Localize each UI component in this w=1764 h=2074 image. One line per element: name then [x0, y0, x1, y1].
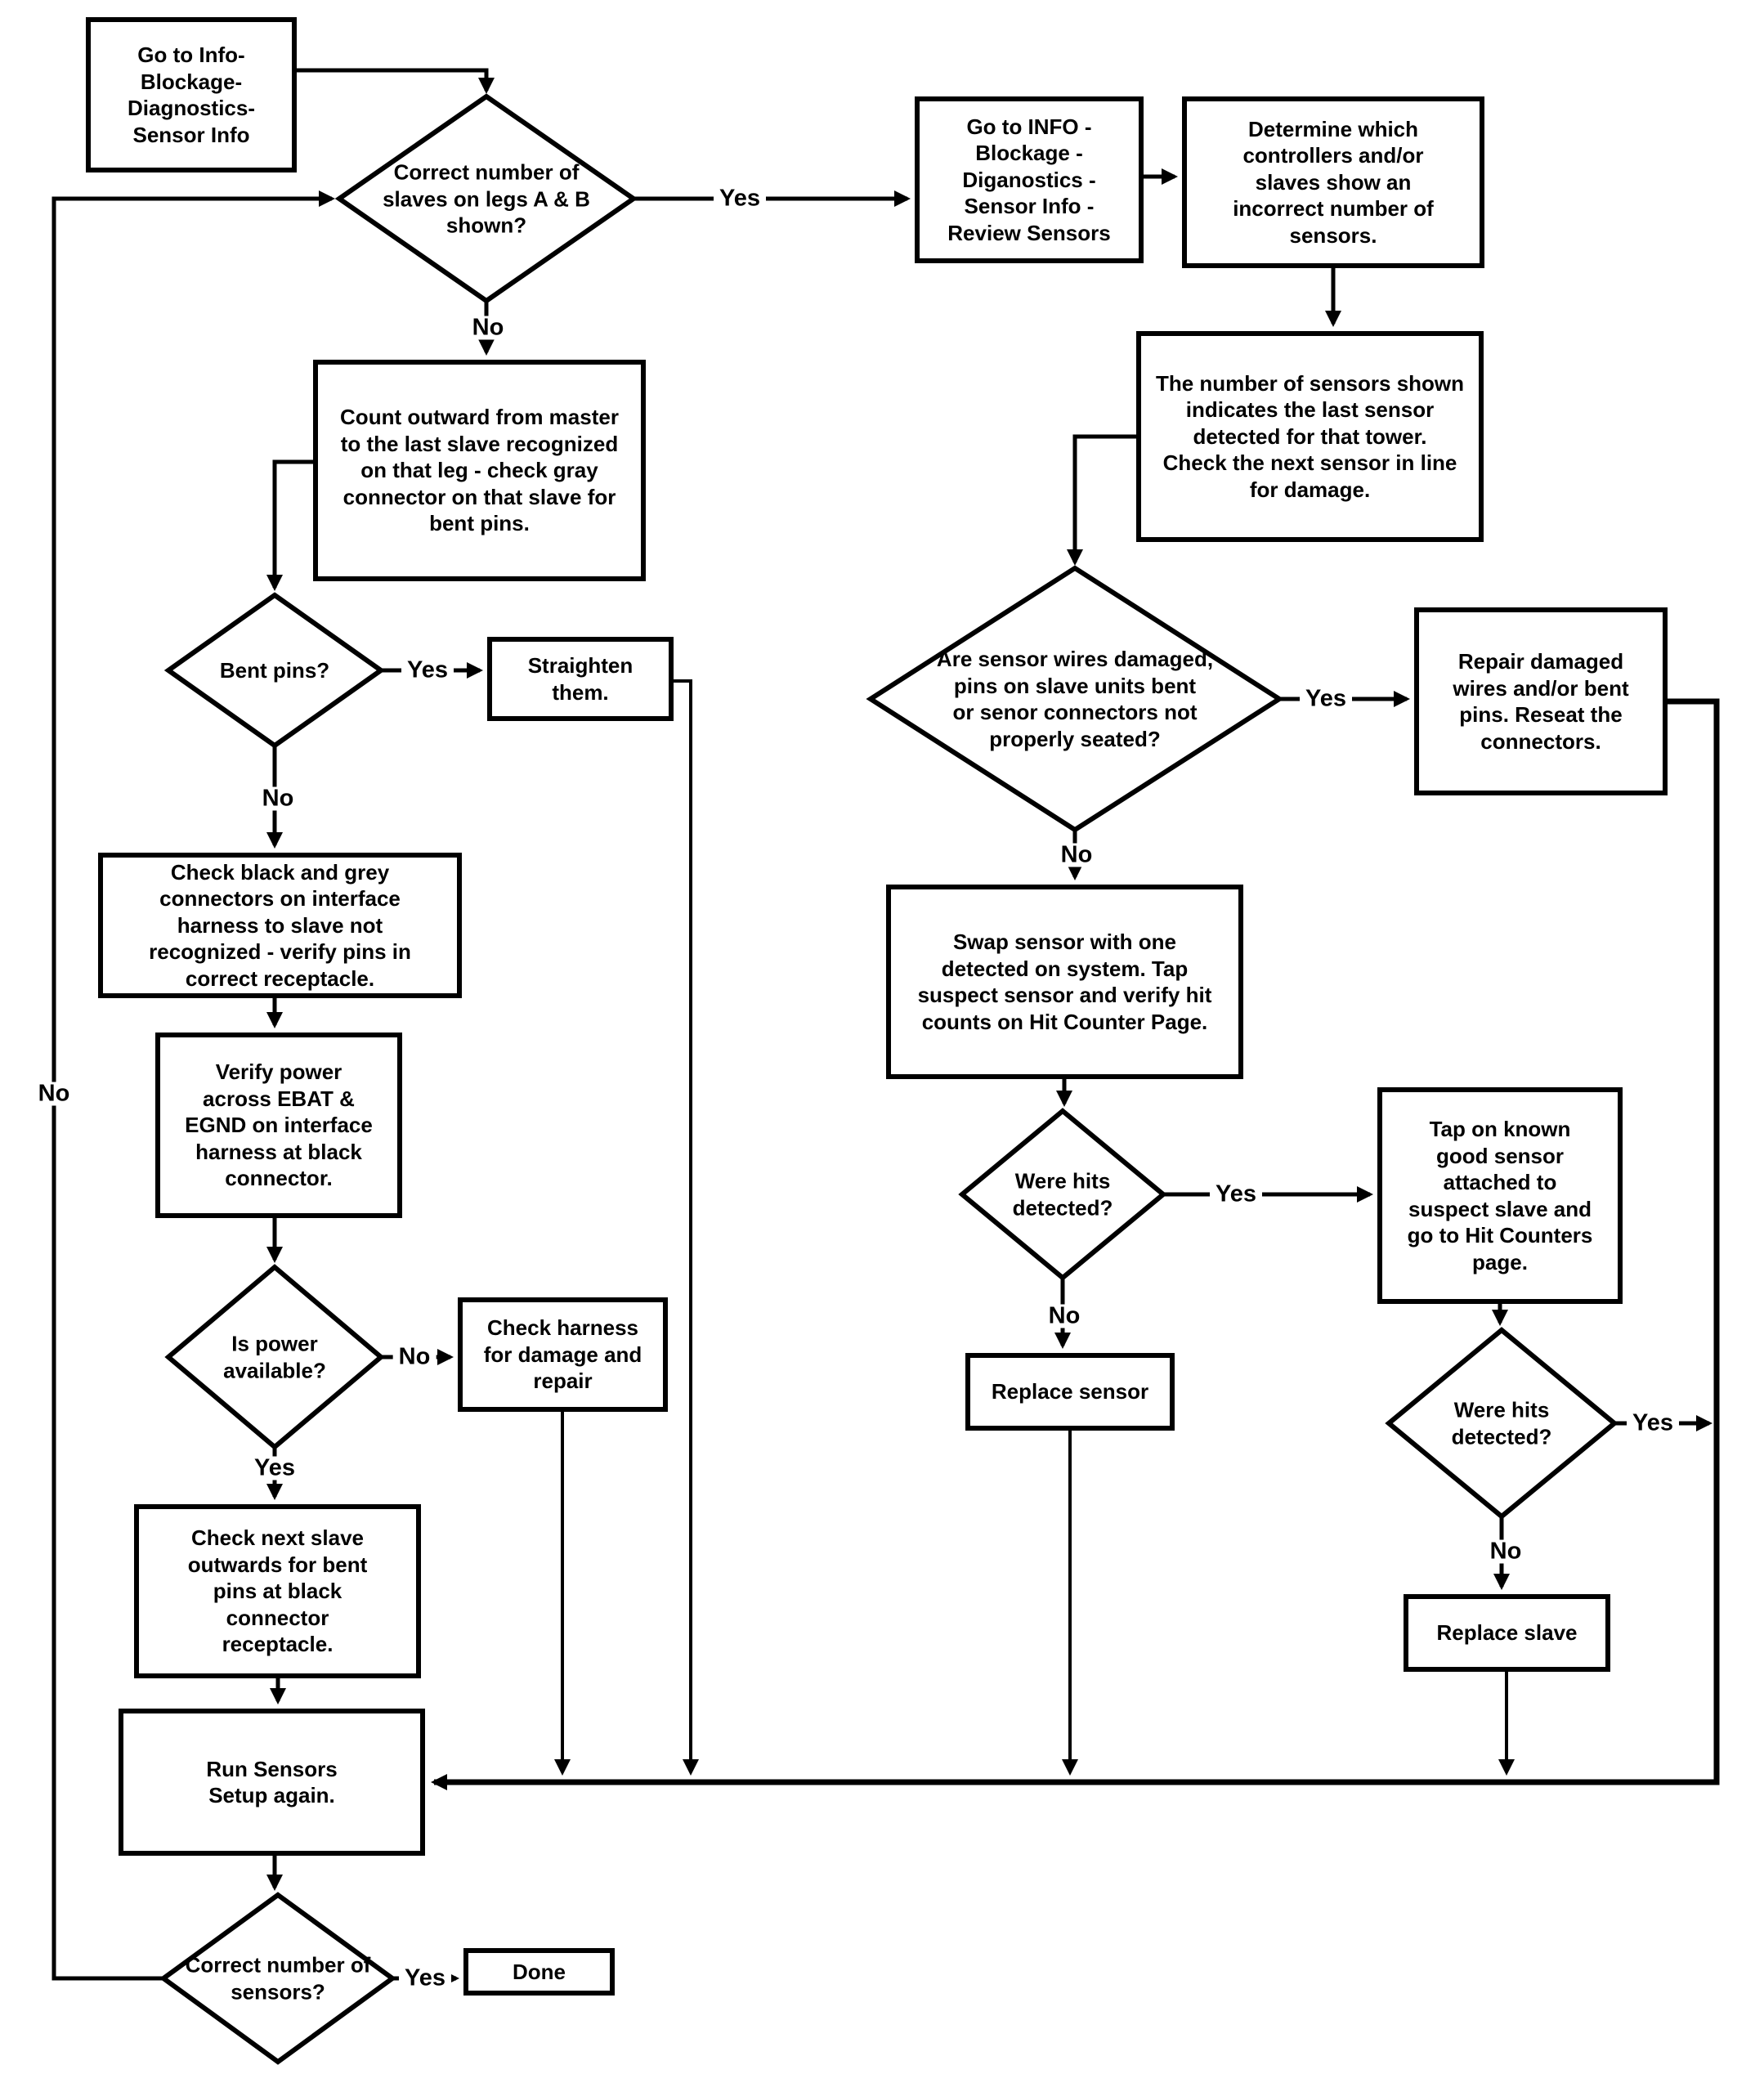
- edge-label-power-yes: Yes: [248, 1456, 301, 1480]
- decision-wires-damaged-label: Are sensor wires damaged, pins on slave …: [936, 647, 1214, 751]
- edge-label-power-no: No: [392, 1345, 437, 1369]
- node-tap-known-good: Tap on known good sensor attached to sus…: [1377, 1087, 1623, 1304]
- edge-straighten-to-merge: [674, 679, 699, 1776]
- decision-wires-damaged-shape: [866, 565, 1284, 833]
- decision-hits1-label: Were hits detected?: [1012, 1168, 1113, 1221]
- decision-correct-sensors-shape: [159, 1892, 397, 2065]
- edge-repair-to-merge: [431, 698, 1720, 1790]
- node-check-next-slave: Check next slave outwards for bent pins …: [134, 1504, 421, 1678]
- decision-hits2-label: Were hits detected?: [1451, 1397, 1552, 1449]
- edge-count-to-bent: [266, 459, 313, 591]
- edge-label-damaged-yes: Yes: [1300, 687, 1352, 711]
- node-go-to-info-review: Go to INFO - Blockage - Diganostics - Se…: [915, 96, 1144, 263]
- decision-hits2-shape: [1385, 1327, 1618, 1520]
- node-swap-sensor: Swap sensor with one detected on system.…: [886, 885, 1243, 1079]
- node-done: Done: [463, 1948, 615, 1996]
- edge-label-slaves-no: No: [466, 316, 510, 340]
- edge-label-hits1-yes: Yes: [1210, 1182, 1262, 1207]
- node-check-black-grey: Check black and grey connectors on inter…: [98, 853, 462, 998]
- node-number-of-sensors: The number of sensors shown indicates th…: [1136, 331, 1484, 542]
- decision-correct-slaves-shape: [334, 93, 638, 304]
- edge-start-to-slaves: [297, 68, 495, 94]
- node-replace-slave: Replace slave: [1404, 1594, 1610, 1672]
- decision-bent-pins-label: Bent pins?: [219, 657, 330, 683]
- node-determine-which: Determine which controllers and/or slave…: [1182, 96, 1484, 268]
- edge-label-feedback-no: No: [32, 1082, 76, 1106]
- node-repair-damaged: Repair damaged wires and/or bent pins. R…: [1414, 607, 1668, 795]
- edge-label-bent-no: No: [256, 786, 300, 811]
- edge-label-slaves-yes: Yes: [714, 186, 766, 211]
- edge-label-sensors-yes: Yes: [399, 1966, 451, 1991]
- node-straighten-them: Straighten them.: [487, 637, 674, 721]
- node-check-harness: Check harness for damage and repair: [458, 1297, 668, 1412]
- edge-label-hits2-yes: Yes: [1627, 1411, 1679, 1436]
- edge-number-to-damaged: [1067, 434, 1136, 566]
- decision-correct-sensors-label: Correct number of sensors?: [185, 1952, 371, 2005]
- edge-label-bent-yes: Yes: [401, 658, 454, 683]
- decision-correct-slaves-label: Correct number of slaves on legs A & B s…: [383, 159, 590, 238]
- edge-label-hits2-no: No: [1484, 1539, 1528, 1564]
- node-run-sensors-setup: Run Sensors Setup again.: [119, 1709, 425, 1856]
- node-go-to-info: Go to Info- Blockage- Diagnostics- Senso…: [86, 17, 297, 172]
- edge-label-damaged-no: No: [1054, 843, 1099, 867]
- decision-hits1-shape: [958, 1108, 1167, 1281]
- decision-bent-pins-shape: [163, 592, 386, 749]
- node-verify-power: Verify power across EBAT & EGND on inter…: [155, 1033, 402, 1218]
- node-count-outward: Count outward from master to the last sl…: [313, 360, 646, 581]
- edge-label-hits1-no: No: [1042, 1304, 1086, 1328]
- decision-is-power-shape: [164, 1264, 385, 1450]
- decision-is-power-label: Is power available?: [223, 1331, 326, 1383]
- node-replace-sensor: Replace sensor: [965, 1353, 1175, 1431]
